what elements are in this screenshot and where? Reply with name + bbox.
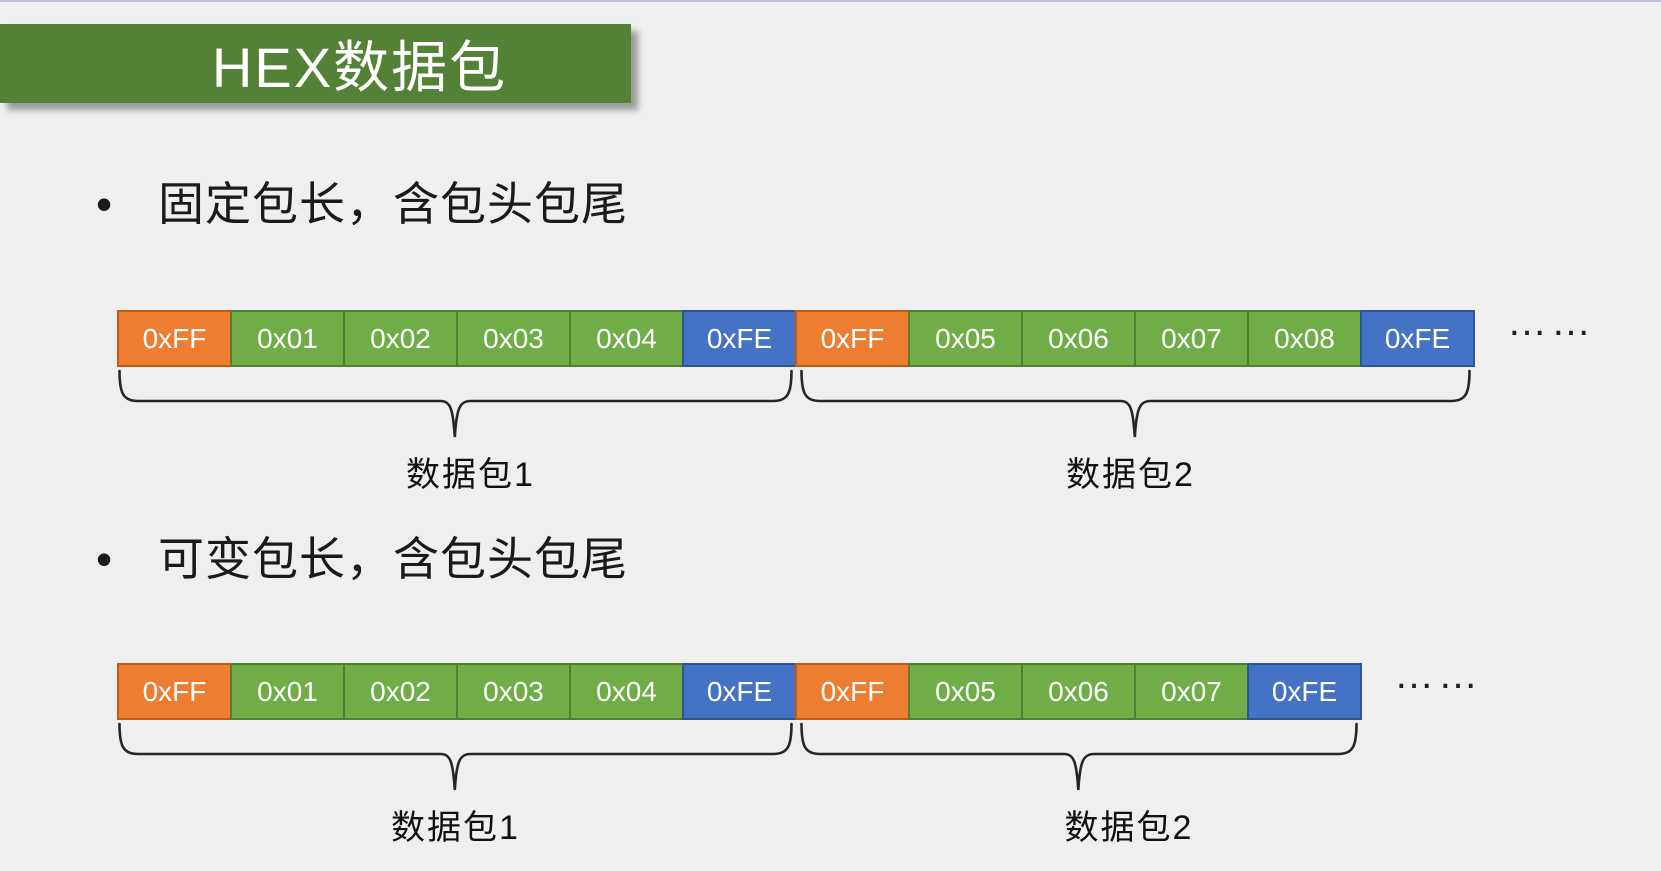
byte-cell-data: 0x01 xyxy=(230,663,345,720)
bullet-dot: • xyxy=(96,533,113,585)
slide-title: HEX数据包 xyxy=(211,36,508,99)
byte-cell-tail: 0xFE xyxy=(1360,310,1475,367)
byte-value: 0x05 xyxy=(935,675,996,707)
byte-value: 0xFF xyxy=(820,675,885,707)
packet-brace xyxy=(800,722,1358,791)
byte-cell-data: 0x07 xyxy=(1134,663,1249,720)
bullet-item: • 可变包长，含包头包尾 xyxy=(96,533,628,585)
byte-cell-header: 0xFF xyxy=(117,310,232,367)
byte-cell-data: 0x02 xyxy=(343,663,458,720)
packet-brace xyxy=(118,369,793,438)
byte-cell-tail: 0xFE xyxy=(682,663,797,720)
bullet-text: 可变包长，含包头包尾 xyxy=(158,533,628,585)
byte-value: 0xFE xyxy=(706,322,773,354)
byte-value: 0xFF xyxy=(142,675,207,707)
byte-value: 0x02 xyxy=(370,322,431,354)
byte-cell-data: 0x06 xyxy=(1021,663,1136,720)
packet-label: 数据包1 xyxy=(391,809,520,847)
byte-cell-data: 0x04 xyxy=(569,310,684,367)
byte-cell-header: 0xFF xyxy=(795,663,910,720)
byte-cell-data: 0x03 xyxy=(456,310,571,367)
title-banner: HEX数据包 xyxy=(0,24,631,103)
byte-value: 0xFE xyxy=(706,675,773,707)
continuation-ellipsis: …… xyxy=(1394,653,1482,697)
byte-value: 0x07 xyxy=(1161,322,1222,354)
packet-label: 数据包1 xyxy=(406,456,535,494)
byte-value: 0x07 xyxy=(1161,675,1222,707)
packet-label: 数据包2 xyxy=(1064,809,1194,847)
bullet-text: 固定包长，含包头包尾 xyxy=(158,178,628,230)
bullet-item: • 固定包长，含包头包尾 xyxy=(96,178,628,230)
byte-value: 0x06 xyxy=(1048,322,1109,354)
byte-value: 0x02 xyxy=(370,675,431,707)
packet-brace xyxy=(800,369,1471,438)
byte-cell-tail: 0xFE xyxy=(1247,663,1362,720)
byte-value: 0xFF xyxy=(820,322,885,354)
byte-cell-header: 0xFF xyxy=(795,310,910,367)
byte-cell-data: 0x04 xyxy=(569,663,684,720)
byte-value: 0x08 xyxy=(1274,322,1335,354)
byte-value: 0x06 xyxy=(1048,675,1109,707)
byte-value: 0x01 xyxy=(257,322,318,354)
continuation-ellipsis: …… xyxy=(1507,300,1595,344)
top-border-line xyxy=(0,0,1661,2)
byte-cell-data: 0x07 xyxy=(1134,310,1249,367)
byte-value: 0x04 xyxy=(596,675,657,707)
packet-brace xyxy=(118,722,793,791)
byte-cell-data: 0x06 xyxy=(1021,310,1136,367)
byte-value: 0x03 xyxy=(483,675,544,707)
byte-row: 0xFF 0x01 0x02 0x03 0x04 0xFE 0xFF 0x05 0x06 0x07… xyxy=(117,310,1475,367)
byte-value: 0x03 xyxy=(483,322,544,354)
byte-cell-data: 0x08 xyxy=(1247,310,1362,367)
byte-cell-data: 0x05 xyxy=(908,310,1023,367)
byte-cell-header: 0xFF xyxy=(117,663,232,720)
byte-value: 0xFE xyxy=(1384,322,1451,354)
byte-cell-data: 0x05 xyxy=(908,663,1023,720)
byte-value: 0x04 xyxy=(596,322,657,354)
byte-cell-data: 0x02 xyxy=(343,310,458,367)
byte-cell-data: 0x01 xyxy=(230,310,345,367)
byte-cell-tail: 0xFE xyxy=(682,310,797,367)
byte-value: 0x01 xyxy=(257,675,318,707)
byte-value: 0x05 xyxy=(935,322,996,354)
packet-label: 数据包2 xyxy=(1066,456,1195,494)
byte-value: 0xFF xyxy=(142,322,207,354)
byte-cell-data: 0x03 xyxy=(456,663,571,720)
bullet-dot: • xyxy=(96,178,113,230)
byte-value: 0xFE xyxy=(1271,675,1338,707)
byte-row: 0xFF 0x01 0x02 0x03 0x04 0xFE 0xFF 0x05 0x06 0x07… xyxy=(117,663,1362,720)
